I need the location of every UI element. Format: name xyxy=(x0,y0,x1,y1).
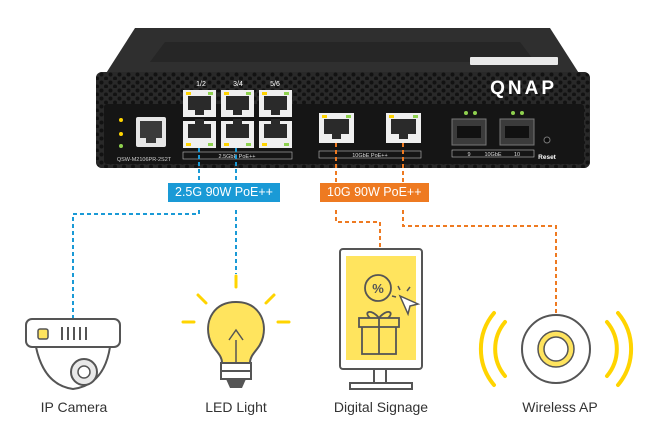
rj45-port xyxy=(319,113,354,143)
caption-ip-camera: IP Camera xyxy=(40,399,108,415)
wireless-ap-illustration xyxy=(478,311,634,387)
caption-led-light: LED Light xyxy=(205,399,267,415)
sfp-number: 9 xyxy=(467,152,470,158)
sfp-ports xyxy=(451,111,535,146)
rj45-port xyxy=(386,113,421,143)
cable-10g-signage xyxy=(335,143,381,250)
digital-signage-illustration: % xyxy=(339,248,423,390)
console-port xyxy=(136,117,166,147)
poe-badge-10g: 10G 90W PoE++ xyxy=(320,183,429,202)
reset-label: Reset xyxy=(538,154,557,161)
network-switch: QNAP QSW-M2106PR-2S2T 1/2 3/4 5/6 xyxy=(96,28,590,168)
cable-25g-camera xyxy=(72,148,200,319)
cables xyxy=(72,143,557,319)
cable-10g-ap xyxy=(402,143,557,315)
led-light-illustration xyxy=(181,274,291,388)
caption-wireless-ap: Wireless AP xyxy=(522,399,598,415)
port-group-label: 3/4 xyxy=(233,81,243,88)
ip-camera-illustration xyxy=(25,318,121,391)
port-speed-label-10g: 10GbE PoE++ xyxy=(352,153,387,159)
reset-button xyxy=(543,136,551,144)
sfp-number: 10 xyxy=(514,152,520,158)
brand-logo: QNAP xyxy=(490,78,557,99)
rj45-port xyxy=(221,90,254,117)
svg-text:%: % xyxy=(372,281,384,296)
port-group-label: 5/6 xyxy=(270,81,280,88)
poe-badge-25g: 2.5G 90W PoE++ xyxy=(168,183,280,202)
rj45-port xyxy=(183,119,216,148)
port-group-label: 1/2 xyxy=(196,81,206,88)
status-leds xyxy=(119,118,123,148)
model-label: QSW-M2106PR-2S2T xyxy=(117,157,172,163)
rj45-port xyxy=(259,119,292,148)
caption-digital-signage: Digital Signage xyxy=(333,399,429,415)
rj45-port xyxy=(259,90,292,117)
rj45-port xyxy=(221,119,254,148)
rj45-25g-ports xyxy=(183,90,292,148)
rj45-port xyxy=(183,90,216,117)
rj45-10g-ports xyxy=(319,113,421,143)
sfp-speed-label: 10GbE xyxy=(484,152,501,158)
